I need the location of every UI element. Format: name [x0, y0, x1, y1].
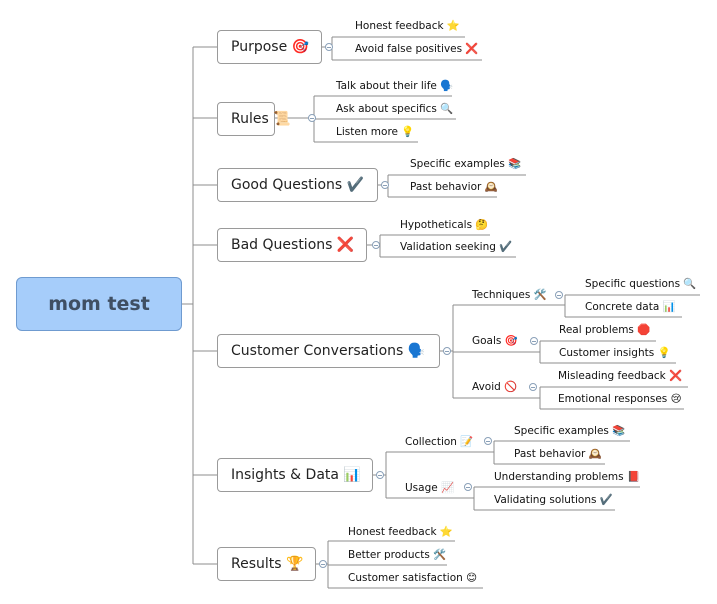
- group-usage[interactable]: Usage 📈: [405, 482, 455, 494]
- collapse-toggle-bad-questions[interactable]: [372, 241, 380, 249]
- branch-rules[interactable]: Rules 📜: [217, 102, 291, 136]
- collapse-toggle-insights-data[interactable]: [376, 471, 384, 479]
- group-techniques[interactable]: Techniques 🛠️: [472, 289, 547, 301]
- root-node[interactable]: mom test: [16, 277, 182, 331]
- leaf-bad-questions-1[interactable]: Hypotheticals 🤔: [400, 219, 489, 231]
- root-label: mom test: [48, 293, 150, 315]
- leaf-usage-1[interactable]: Understanding problems 📕: [494, 471, 641, 483]
- leaf-avoid-1[interactable]: Misleading feedback ❌: [558, 370, 683, 382]
- leaf-collection-2[interactable]: Past behavior 🕰️: [514, 448, 602, 460]
- branch-purpose-label: Purpose 🎯: [231, 39, 310, 55]
- leaf-usage-2[interactable]: Validating solutions ✔️: [494, 494, 613, 506]
- leaf-techniques-2[interactable]: Concrete data 📊: [585, 301, 676, 313]
- leaf-results-2[interactable]: Better products 🛠️: [348, 549, 447, 561]
- group-goals[interactable]: Goals 🎯: [472, 335, 518, 347]
- branch-customer-conversations-label: Customer Conversations 🗣️: [231, 343, 426, 359]
- collapse-toggle-rules[interactable]: [308, 114, 316, 122]
- collapse-toggle-results[interactable]: [319, 560, 327, 568]
- leaf-rules-2[interactable]: Ask about specifics 🔍: [336, 103, 454, 115]
- leaf-rules-1[interactable]: Talk about their life 🗣️: [336, 80, 454, 92]
- branch-results-label: Results 🏆: [231, 556, 304, 572]
- branch-insights-data[interactable]: Insights & Data 📊: [217, 458, 373, 492]
- leaf-good-questions-1[interactable]: Specific examples 📚: [410, 158, 522, 170]
- leaf-goals-1[interactable]: Real problems 🛑: [559, 324, 651, 336]
- branch-insights-data-label: Insights & Data 📊: [231, 467, 361, 483]
- leaf-good-questions-2[interactable]: Past behavior 🕰️: [410, 181, 498, 193]
- branch-good-questions-label: Good Questions ✔️: [231, 177, 365, 193]
- collapse-toggle-purpose[interactable]: [325, 43, 333, 51]
- leaf-results-1[interactable]: Honest feedback ⭐: [348, 526, 454, 538]
- branch-customer-conversations[interactable]: Customer Conversations 🗣️: [217, 334, 440, 368]
- leaf-bad-questions-2[interactable]: Validation seeking ✔️: [400, 241, 513, 253]
- collapse-toggle-good-questions[interactable]: [381, 181, 389, 189]
- branch-good-questions[interactable]: Good Questions ✔️: [217, 168, 378, 202]
- leaf-rules-3[interactable]: Listen more 💡: [336, 126, 415, 138]
- leaf-techniques-1[interactable]: Specific questions 🔍: [585, 278, 697, 290]
- group-avoid[interactable]: Avoid 🚫: [472, 381, 518, 393]
- branch-results[interactable]: Results 🏆: [217, 547, 316, 581]
- leaf-results-3[interactable]: Customer satisfaction 😊: [348, 572, 478, 584]
- leaf-collection-1[interactable]: Specific examples 📚: [514, 425, 626, 437]
- collapse-toggle-goals[interactable]: [530, 337, 538, 345]
- leaf-goals-2[interactable]: Customer insights 💡: [559, 347, 671, 359]
- branch-bad-questions-label: Bad Questions ❌: [231, 237, 355, 253]
- collapse-toggle-techniques[interactable]: [555, 291, 563, 299]
- collapse-toggle-avoid[interactable]: [529, 383, 537, 391]
- leaf-avoid-2[interactable]: Emotional responses 😢: [558, 393, 682, 405]
- branch-bad-questions[interactable]: Bad Questions ❌: [217, 228, 367, 262]
- branch-rules-label: Rules 📜: [231, 111, 291, 127]
- collapse-toggle-usage[interactable]: [464, 483, 472, 491]
- collapse-toggle-customer-conversations[interactable]: [443, 347, 451, 355]
- leaf-purpose-1[interactable]: Honest feedback ⭐: [355, 20, 461, 32]
- collapse-toggle-collection[interactable]: [484, 437, 492, 445]
- branch-purpose[interactable]: Purpose 🎯: [217, 30, 322, 64]
- group-collection[interactable]: Collection 📝: [405, 436, 474, 448]
- leaf-purpose-2[interactable]: Avoid false positives ❌: [355, 43, 479, 55]
